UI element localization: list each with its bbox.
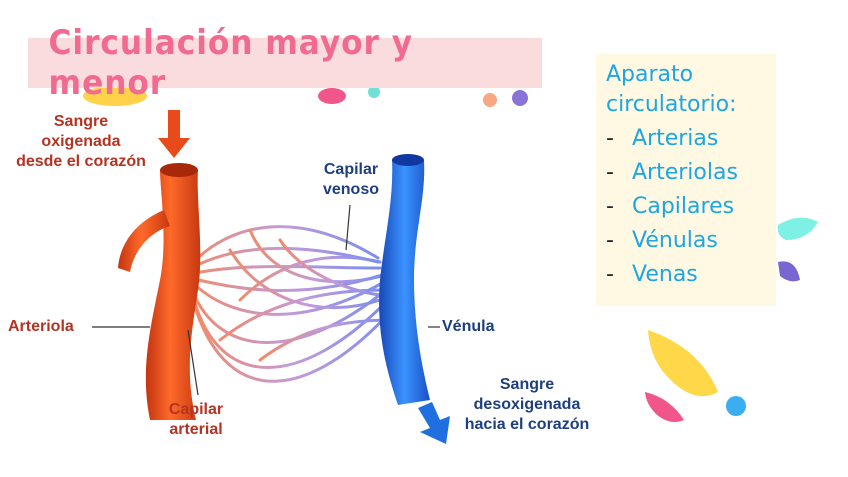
deco-teal-dot	[368, 86, 380, 98]
list-item-label: Capilares	[632, 194, 735, 219]
bullet-dash: -	[606, 194, 614, 219]
label-venula: Vénula	[442, 318, 495, 335]
deco-blue-dot	[726, 396, 746, 416]
list-item-label: Vénulas	[632, 228, 718, 253]
label-capilar-arterial: Capilar arterial	[168, 401, 224, 438]
title-banner: Circulación mayor y menor	[28, 23, 542, 103]
deco-yellow-drop	[648, 330, 718, 397]
outflow-arrow	[418, 402, 450, 444]
info-box: Aparato circulatorio: -Arterias -Arterio…	[596, 54, 776, 306]
deco-orange-dot	[483, 93, 497, 107]
deco-purple-dot	[512, 90, 528, 106]
inflow-arrow	[158, 110, 190, 158]
list-item: -Arteriolas	[606, 156, 776, 190]
bullet-dash: -	[606, 160, 614, 185]
info-list: -Arterias -Arteriolas -Capilares -Vénula…	[596, 122, 776, 292]
list-item-label: Arteriolas	[632, 160, 738, 185]
artery-vessel	[145, 170, 201, 420]
vein-vessel	[379, 160, 430, 405]
label-capilar-venoso: Capilar venoso	[322, 161, 379, 198]
list-item-label: Venas	[632, 262, 698, 287]
info-box-title: Aparato circulatorio:	[606, 62, 737, 117]
arteriole-branch	[118, 210, 170, 272]
list-item: -Vénulas	[606, 224, 776, 258]
deco-purple-shape	[778, 261, 800, 282]
bullet-dash: -	[606, 228, 614, 253]
page-title: Circulación mayor y menor	[48, 23, 414, 103]
label-arteriola: Arteriola	[8, 318, 74, 335]
bullet-dash: -	[606, 126, 614, 151]
bullet-dash: -	[606, 262, 614, 287]
capillary-network	[186, 225, 394, 383]
leader-lines	[92, 204, 440, 396]
deco-teal-shape	[777, 217, 818, 240]
deco-yellow-shape	[83, 86, 147, 106]
decorative-shapes	[83, 86, 818, 422]
artery-opening	[160, 163, 198, 177]
list-item: -Capilares	[606, 190, 776, 224]
deco-pink-shape	[318, 88, 346, 104]
vein-opening	[392, 154, 424, 166]
list-item-label: Arterias	[632, 126, 719, 151]
list-item: -Arterias	[606, 122, 776, 156]
list-item: -Venas	[606, 258, 776, 292]
label-sangre-oxigenada: Sangre oxigenada desde el corazón	[16, 113, 146, 170]
label-sangre-desoxigenada: Sangre desoxigenada hacia el corazón	[464, 376, 590, 433]
deco-pink-drop	[645, 392, 684, 422]
